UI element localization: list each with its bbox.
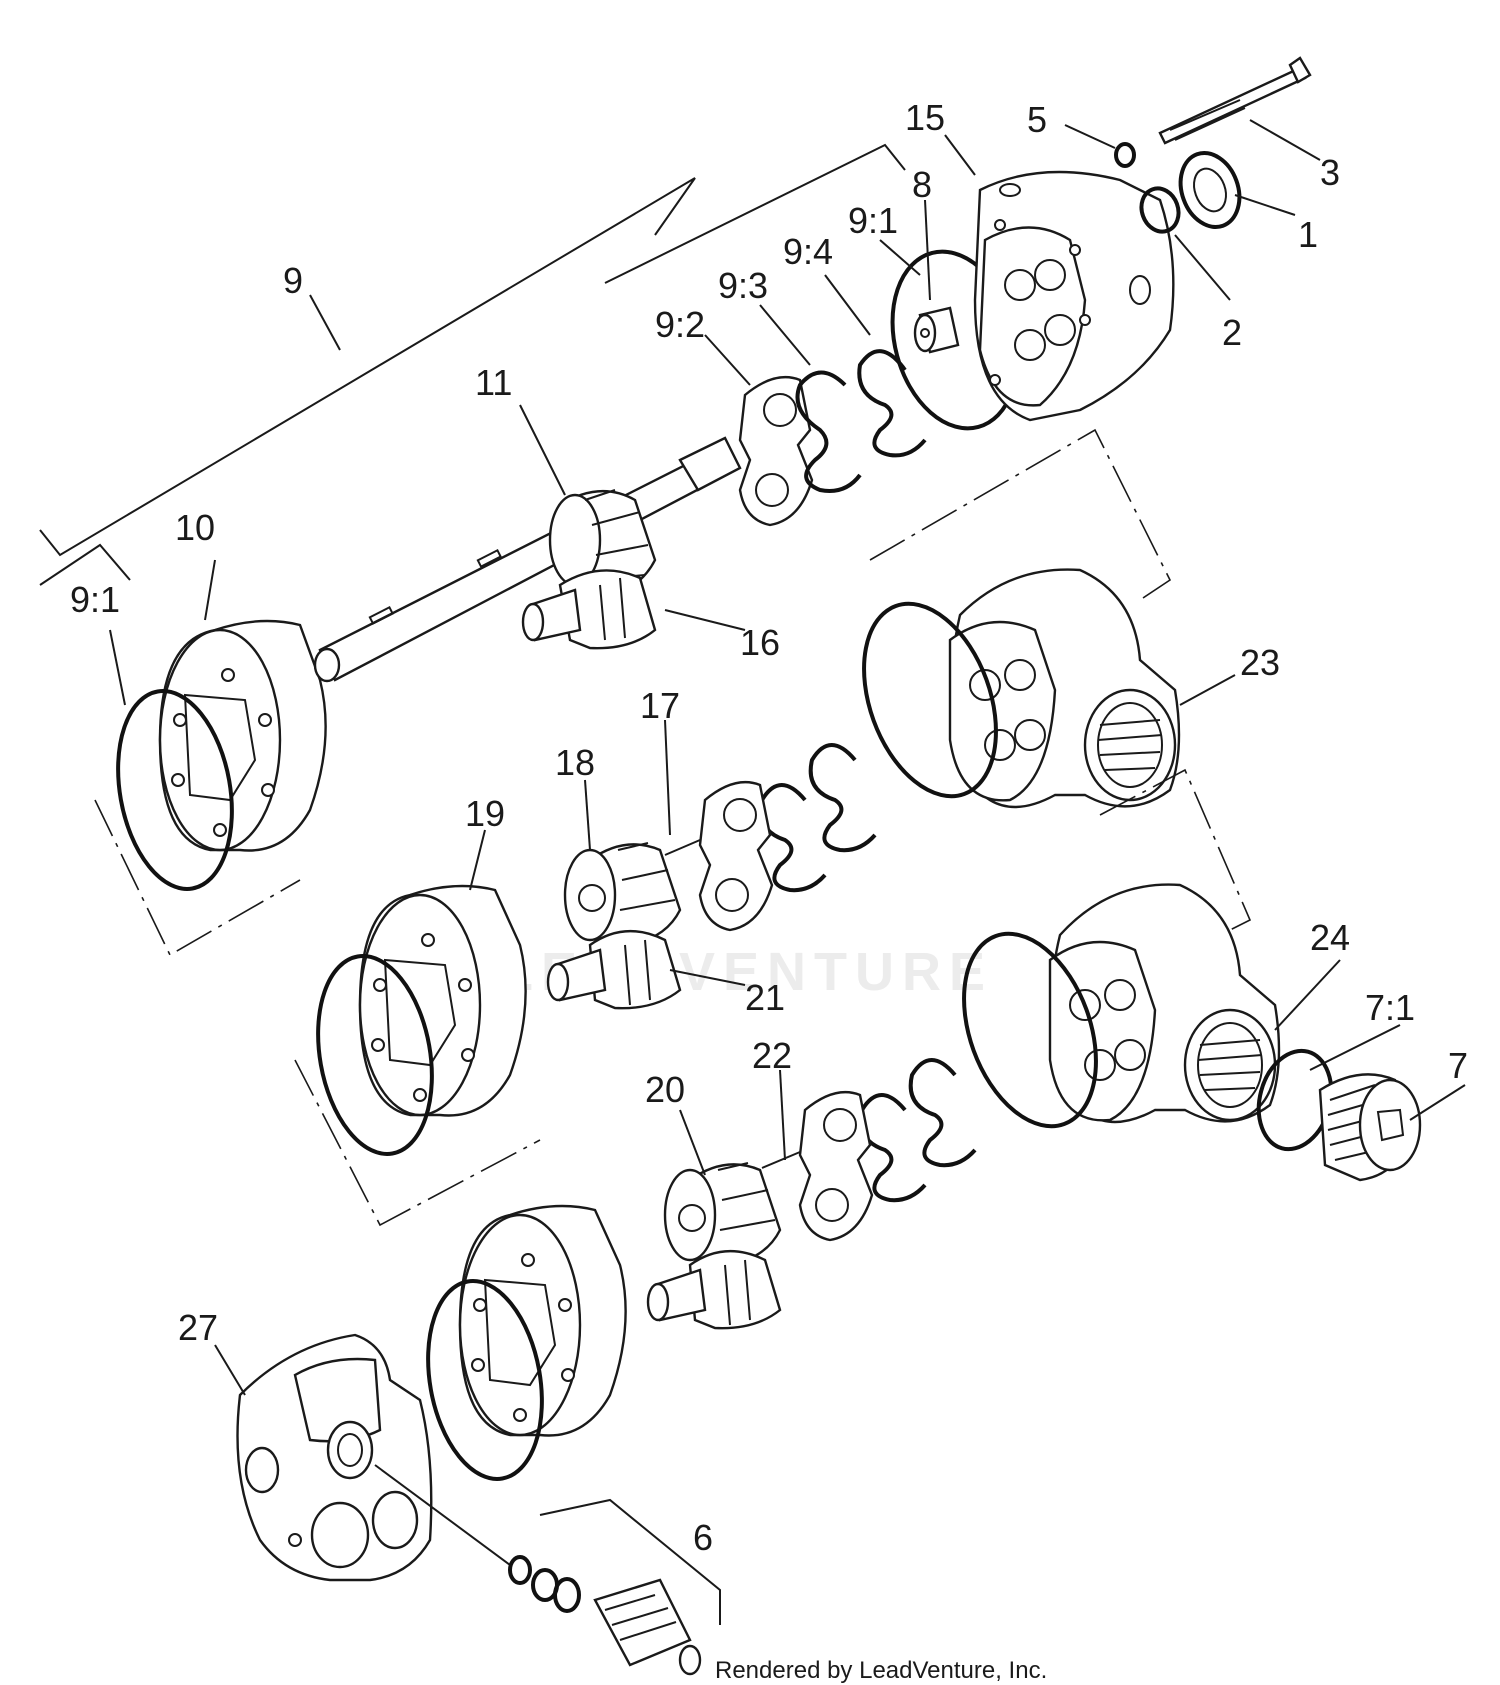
dash-frame-23: [1099, 768, 1252, 936]
leader-27-line: [374, 1464, 511, 1566]
part-8-bushing: [913, 306, 960, 354]
lower-seal-a: [858, 1093, 927, 1203]
label-6: 6: [693, 1517, 713, 1558]
label-9-2: 9:2: [655, 304, 705, 345]
label-9-3: 9:3: [718, 265, 768, 306]
part-23-body: [948, 568, 1181, 809]
label-9: 9: [283, 260, 303, 301]
part-20-gear: [663, 1162, 782, 1267]
label-21: 21: [745, 977, 785, 1018]
leader-lines: [109, 119, 1466, 1396]
middle-wear-plate: [698, 780, 774, 932]
label-7-1: 7:1: [1365, 987, 1415, 1028]
label-27: 27: [178, 1307, 218, 1348]
label-3: 3: [1320, 152, 1340, 193]
part-9-3-seal: [795, 370, 862, 493]
middle-seal-b: [808, 743, 877, 853]
credit-text: Rendered by LeadVenture, Inc.: [715, 1657, 1047, 1684]
label-10: 10: [175, 507, 215, 548]
part-15-cover: [973, 170, 1175, 422]
lower-oring-24: [962, 931, 1098, 1129]
part-2-oring: [1139, 186, 1181, 234]
label-9-1-left: 9:1: [70, 579, 120, 620]
part-6-relief-valve: [508, 1555, 702, 1676]
label-5: 5: [1027, 99, 1047, 140]
dash-frame-19: [294, 1059, 541, 1227]
label-9-1-top: 9:1: [848, 200, 898, 241]
part-9-4-seal: [857, 349, 927, 458]
lower-wear-plate: [798, 1090, 874, 1242]
lower-idler-gear: [646, 1250, 782, 1330]
part-19-plate: [316, 884, 527, 1156]
label-9-4: 9:4: [783, 231, 833, 272]
label-20: 20: [645, 1069, 685, 1110]
label-23: 23: [1240, 642, 1280, 683]
part-11-shaft: [313, 436, 742, 683]
label-16: 16: [740, 622, 780, 663]
part-22-pin: [761, 1151, 801, 1169]
label-1: 1: [1298, 214, 1318, 255]
part-24-body: [1048, 883, 1281, 1124]
part-3-bolt: [1158, 56, 1312, 145]
middle-oring-23: [862, 601, 998, 799]
part-27-valve-body: [236, 1333, 433, 1582]
part-5-washer: [1114, 142, 1136, 168]
label-2: 2: [1222, 312, 1242, 353]
dash-frame-10: [94, 799, 301, 957]
label-18: 18: [555, 742, 595, 783]
part-16-gear: [521, 569, 657, 650]
label-24: 24: [1310, 917, 1350, 958]
part-21-gear: [546, 930, 682, 1010]
label-15: 15: [905, 97, 945, 138]
part-18-gear: [563, 842, 682, 947]
label-22: 22: [752, 1035, 792, 1076]
part-9-2-plate: [738, 375, 814, 527]
bracket-6: [539, 1498, 721, 1625]
lower-plate: [426, 1204, 627, 1481]
part-7-plug: [1318, 1073, 1422, 1182]
part-17-pin: [664, 839, 701, 856]
label-8: 8: [912, 164, 932, 205]
dash-frame-15: [869, 428, 1172, 601]
middle-seal-a: [758, 783, 827, 893]
part-10-plate: [116, 619, 327, 891]
part-1-seal: [1178, 151, 1242, 229]
label-17: 17: [640, 685, 680, 726]
bracket-9: [39, 143, 906, 586]
label-7: 7: [1448, 1045, 1468, 1086]
label-11: 11: [475, 362, 512, 403]
label-19: 19: [465, 793, 505, 834]
lower-seal-b: [908, 1058, 977, 1168]
